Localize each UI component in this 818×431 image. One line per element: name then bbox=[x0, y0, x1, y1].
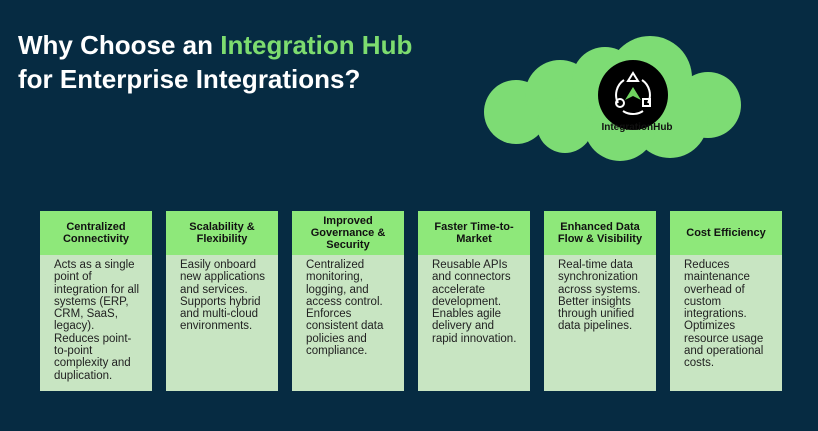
logo-label: IntegrationHub bbox=[601, 122, 673, 133]
card-body: Easily onboard new applications and serv… bbox=[180, 259, 266, 333]
card-title: Improved Governance & Security bbox=[292, 211, 404, 255]
card-title: Cost Efficiency bbox=[670, 211, 782, 255]
integration-hub-logo-icon bbox=[598, 60, 668, 130]
card-title: Enhanced Data Flow & Visibility bbox=[544, 211, 656, 255]
card-body: Reusable APIs and connectors accelerate … bbox=[432, 259, 517, 345]
cloud-shape bbox=[484, 36, 741, 161]
card-title: Faster Time-to-Market bbox=[418, 211, 530, 255]
title-line1: Why Choose an bbox=[18, 30, 221, 60]
card-body: Acts as a single point of integration fo… bbox=[54, 259, 140, 382]
card-body: Centralized monitoring, logging, and acc… bbox=[306, 259, 384, 358]
page-title: Why Choose an Integration Hub for Enterp… bbox=[18, 28, 412, 96]
card-title: Scalability & Flexibility bbox=[166, 211, 278, 255]
card-body: Real-time data synchronization across sy… bbox=[558, 259, 641, 333]
title-highlight: Integration Hub bbox=[220, 30, 413, 60]
title-line2: for Enterprise Integrations? bbox=[18, 64, 361, 94]
card-title: Centralized Connectivity bbox=[40, 211, 152, 255]
card-body: Reduces maintenance overhead of custom i… bbox=[684, 259, 764, 370]
